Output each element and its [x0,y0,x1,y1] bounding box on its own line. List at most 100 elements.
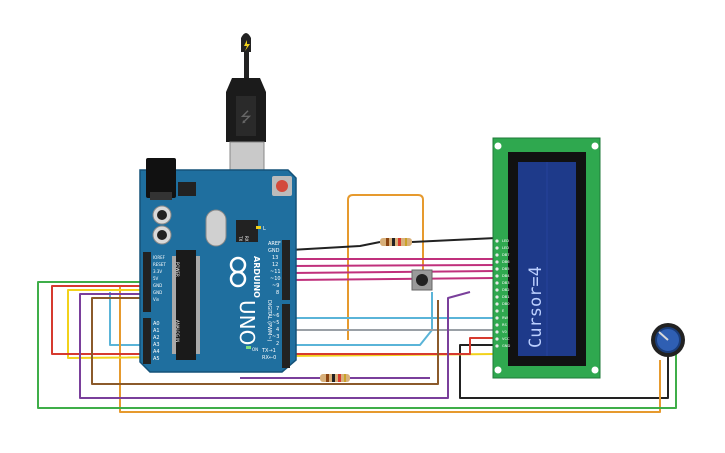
pushbutton[interactable] [411,269,433,291]
lcd-pin-label: LED [502,239,509,243]
mount-hole [494,366,502,374]
wire-green[interactable] [37,281,677,409]
wire-brown[interactable] [91,297,439,385]
pin-label: ~10 [270,276,281,282]
pin-label: 8 [276,290,279,296]
pin-label: GND [268,248,280,254]
pin-label: AREF [268,241,281,247]
lcd-text: Cursor=4 [526,266,546,348]
power-label: POWER [175,262,180,277]
pin-label: ~9 [272,283,279,289]
lcd-pin-label: VCC [502,337,510,341]
model-label: UNO [235,300,259,345]
lcd-pin-label: DB7 [502,253,510,257]
usb-icon: ⭍ [240,110,252,126]
digital-header-bottom [282,304,290,368]
pin-label: A1 [153,328,160,334]
wire-black-gnd[interactable] [289,241,381,251]
analog-label: ANALOG IN [175,320,180,342]
lcd-pin-label: DB3 [502,281,510,285]
pin-label: A2 [153,335,160,341]
pin-label: IOREF [153,255,166,260]
pin-label: 13 [272,255,278,261]
atmega-chip [176,250,196,360]
usb-cable-wire [244,50,249,80]
pushbutton-cap[interactable] [416,274,428,286]
pin-label: 5V [153,276,159,281]
digital-header-label: DIGITAL (PWM~) [266,300,272,342]
wire-orange-top[interactable] [347,194,424,340]
mount-hole [591,366,599,374]
lcd-pin-label: DB5 [502,267,510,271]
pin-label: 12 [272,262,278,268]
led-l [256,226,261,229]
brand-label: ARDUINO [252,256,261,298]
lcd-pin-label: DB2 [502,288,510,292]
lcd-pin-labels: LED LED DB7 DB6 DB5 DB4 DB3 DB2 DB1 DB0 … [502,239,510,348]
wire-blue-button[interactable] [109,292,433,346]
pin-label: A5 [153,356,160,362]
pin-label: RESET [153,262,166,267]
pin-label: 7 [276,306,279,312]
mount-hole [494,142,502,150]
lcd-pin-label: E [502,309,505,313]
potentiometer[interactable] [651,323,685,357]
pin-label: ~11 [270,269,281,275]
arduino-uno-board[interactable]: ARDUINO UNO DIGITAL (PWM~) POWER ANALOG … [139,158,297,373]
pin-label: A0 [153,321,160,327]
analog-header [143,318,151,364]
resistor-top[interactable] [380,238,412,246]
wire-black-pot[interactable] [459,344,669,399]
lightning-icon [244,40,250,51]
usb-chip [236,220,258,242]
pin-label: Vin [153,297,160,302]
tx-label: TX [238,235,243,241]
wire-black-lcd[interactable] [411,237,497,243]
led-l-label: L [263,226,266,232]
lcd-display[interactable]: Cursor=4 LED LED DB7 DB6 DB5 DB4 DB3 DB2… [492,137,601,379]
rx-label: RX [244,236,249,242]
wire-pink-9[interactable] [289,277,497,281]
usb-cable[interactable]: ⭍ [226,33,266,189]
dc-power-jack [146,158,176,198]
on-label: ON [252,347,258,352]
usb-plug-grip [236,96,256,136]
digital-pin-labels: AREF GND 13 12 ~11 ~10 ~9 8 7 ~6 ~5 4 ~3… [261,241,281,361]
lcd-pin-label: DB4 [502,274,510,278]
pin-label: ~5 [272,320,279,326]
lcd-pin-holes [495,239,499,348]
pin-label: 4 [276,327,279,333]
wire-pink-11[interactable] [289,264,497,267]
wire-pink-10[interactable] [289,270,497,274]
lcd-pin-label: GND [502,344,510,348]
pin-label: A3 [153,342,160,348]
power-header [143,252,151,312]
analog-pin-labels: A0 A1 A2 A3 A4 A5 [153,321,160,362]
lcd-pin-label: V0 [502,330,507,334]
led-on [246,346,251,349]
pin-label: 2 [276,341,279,347]
mount-hole [591,142,599,150]
digital-header-top [282,240,290,300]
lcd-pin-label: RW [502,316,508,320]
pin-label: RX←0 [262,355,276,361]
power-pin-labels: IOREF RESET 3.3V 5V GND GND Vin [153,255,166,302]
lcd-pin-label: LED [502,246,509,250]
pin-label: TX→1 [261,348,276,354]
pin-label: ~6 [272,313,279,319]
lcd-pin-label: RS [502,323,507,327]
lcd-pin-label: DB1 [502,295,510,299]
crystal-oscillator [205,209,227,247]
pin-label: GND [153,283,162,288]
lcd-pin-label: DB0 [502,302,510,306]
reset-button-cap[interactable] [276,180,288,192]
pin-label: 3.3V [153,269,162,274]
lcd-pin-label: DB6 [502,260,510,264]
voltage-regulator [178,182,196,196]
pin-label: A4 [153,349,160,355]
resistor-bottom[interactable] [320,374,350,382]
wire-purple[interactable] [79,291,471,399]
pin-label: ~3 [272,334,279,340]
pin-label: GND [153,290,162,295]
